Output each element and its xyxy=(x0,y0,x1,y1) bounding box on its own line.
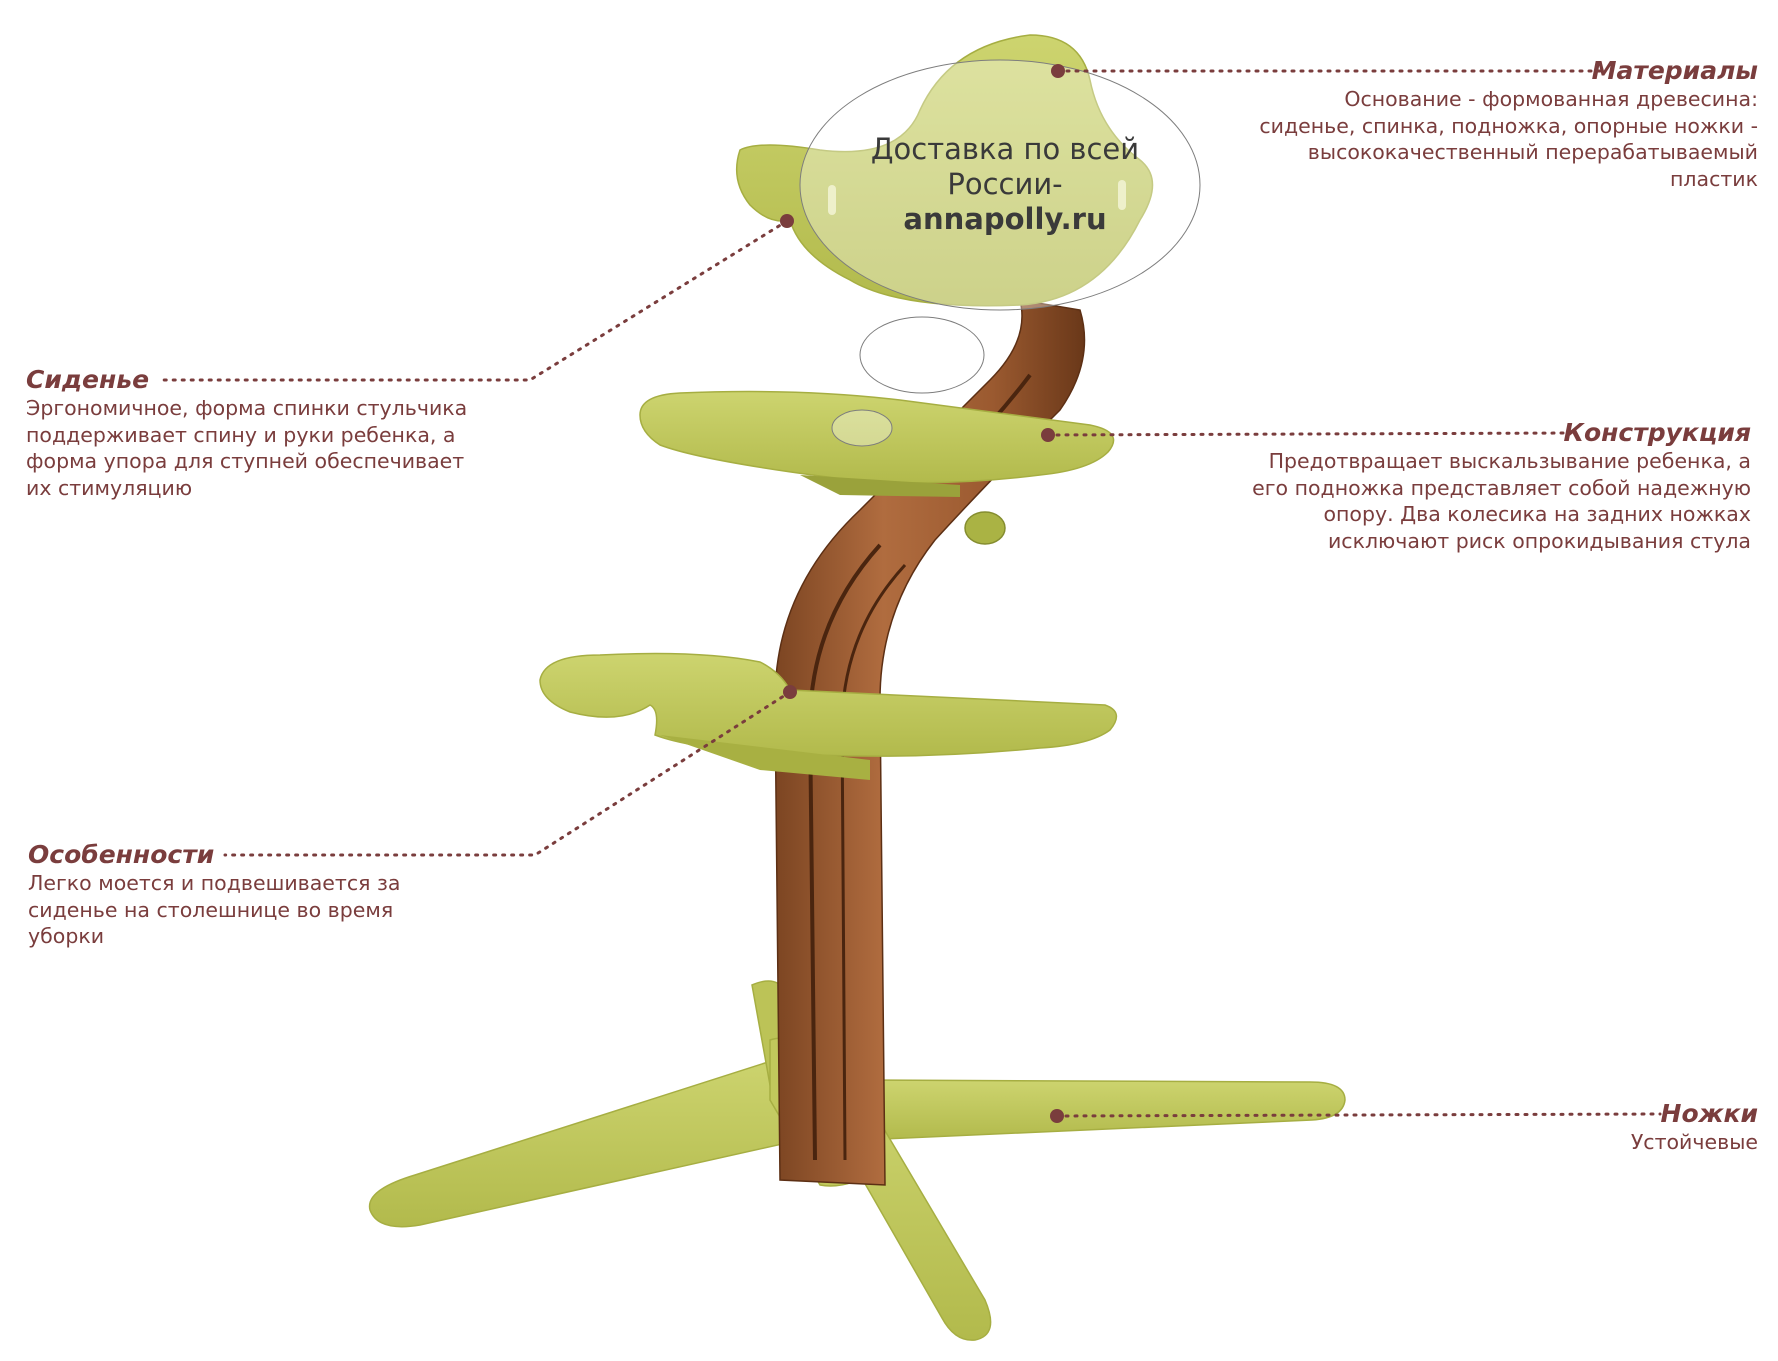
callout-line: его подножка представляет собой надежную xyxy=(1252,475,1751,500)
callout-title: Конструкция xyxy=(1563,418,1751,447)
backrest-slot-right xyxy=(1118,180,1126,210)
callout-construction: Конструкция Предотвращает выскальзывание… xyxy=(1131,418,1751,554)
callout-legs: Ножки Устойчевые xyxy=(1458,1099,1758,1156)
seat-bracket xyxy=(800,475,960,497)
callout-line: пластик xyxy=(1670,166,1758,191)
watermark-line-1: Доставка по всей xyxy=(870,132,1140,166)
leader-features xyxy=(223,690,792,857)
callout-features: Особенности Легко моется и подвешивается… xyxy=(28,840,508,950)
callout-line: Эргономичное, форма спинки стульчика xyxy=(26,396,468,420)
leg-back-right xyxy=(849,1079,1346,1141)
callout-line: высококачественный перерабатываемый xyxy=(1307,140,1758,164)
callout-title: Сиденье xyxy=(26,365,150,394)
watermark-ellipse-small xyxy=(831,409,893,447)
callout-line: сиденье, спинка, подножка, опорные ножки… xyxy=(1259,113,1758,138)
callout-line: исключают риск опрокидывания стула xyxy=(1327,528,1751,553)
watermark-ellipse-medium xyxy=(859,316,985,394)
callout-line: форма упора для ступней обеспечивает xyxy=(26,449,465,473)
foot-rest-bracket xyxy=(660,735,870,780)
callout-line: поддерживает спину и руки ребенка, а xyxy=(26,422,456,447)
anchor-dot-seat xyxy=(780,214,794,228)
callout-title: Материалы xyxy=(1591,56,1758,85)
anchor-dot-features xyxy=(783,685,797,699)
leg-back-left xyxy=(368,1054,801,1228)
leader-construction xyxy=(1046,431,1572,437)
anchor-dot-construction xyxy=(1041,428,1055,442)
anchor-dot-materials xyxy=(1051,64,1065,78)
leader-seat xyxy=(158,219,789,382)
callout-line: их стимуляцию xyxy=(26,475,193,500)
watermark-text: Доставка по всей России- annapolly.ru xyxy=(815,132,1195,237)
callout-line: Предотвращает выскальзывание ребенка, а xyxy=(1268,449,1751,473)
callout-line: Легко моется и подвешивается за xyxy=(28,871,401,895)
callout-title: Ножки xyxy=(1660,1099,1758,1128)
watermark-site: annapolly.ru xyxy=(903,202,1107,236)
backrest-slot-left xyxy=(828,185,836,215)
seat-plate xyxy=(639,390,1115,484)
leader-legs xyxy=(1055,1112,1662,1118)
watermark-line-2: России- xyxy=(947,167,1063,201)
callout-seat: Сиденье Эргономичное, форма спинки стуль… xyxy=(26,365,546,501)
callout-line: сиденье на столешнице во время xyxy=(28,897,394,922)
watermark-ellipse-large xyxy=(799,59,1201,311)
callout-line: Устойчевые xyxy=(1630,1130,1758,1154)
adjuster-knob xyxy=(964,511,1006,545)
anchor-dot-legs xyxy=(1050,1109,1064,1123)
callout-line: уборки xyxy=(28,924,105,948)
callout-line: Основание - формованная древесина: xyxy=(1344,87,1758,111)
callout-line: опору. Два колесика на задних ножках xyxy=(1323,502,1751,526)
callout-title: Особенности xyxy=(28,840,215,869)
wood-post xyxy=(774,299,1086,1186)
anchor-dots xyxy=(780,64,1065,1123)
backrest xyxy=(735,34,1154,307)
leader-lines xyxy=(158,69,1662,1118)
callout-materials: Материалы Основание - формованная древес… xyxy=(1158,56,1758,192)
foot-rest xyxy=(539,652,1118,757)
